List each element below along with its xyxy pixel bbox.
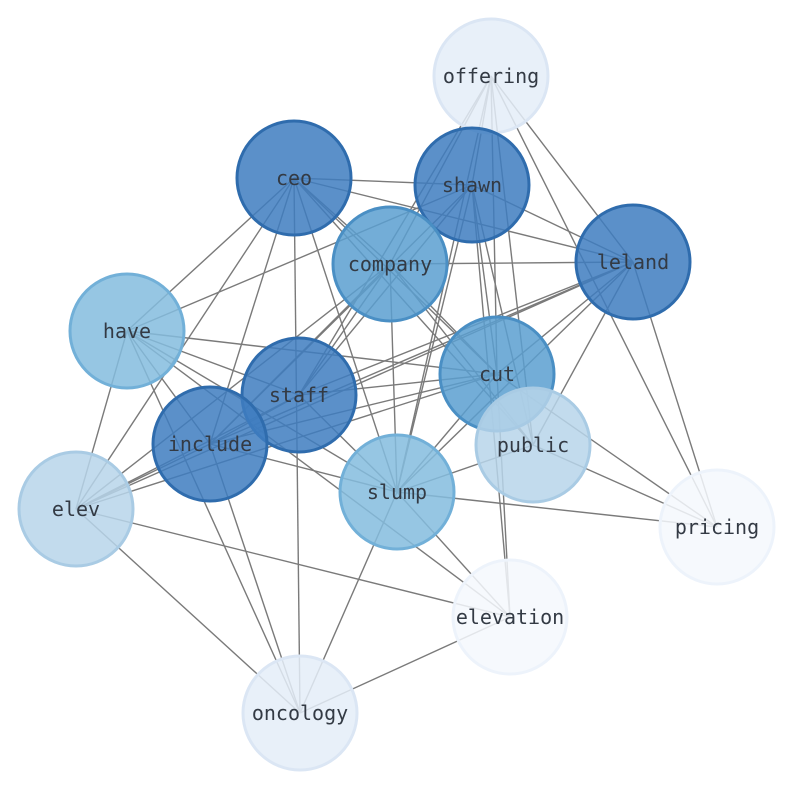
node-circle-company xyxy=(331,205,449,323)
node-circle-include xyxy=(151,385,269,503)
node-label-public: public xyxy=(497,433,569,457)
node-label-offering: offering xyxy=(443,64,539,88)
node-label-company: company xyxy=(348,252,432,276)
node-public[interactable]: public xyxy=(474,386,592,504)
node-include[interactable]: include xyxy=(151,385,269,503)
node-leland[interactable]: leland xyxy=(574,203,692,321)
node-slump[interactable]: slump xyxy=(338,433,456,551)
node-offering[interactable]: offering xyxy=(432,17,550,135)
node-elevation[interactable]: elevation xyxy=(451,558,569,676)
node-pricing[interactable]: pricing xyxy=(658,468,776,586)
node-label-elev: elev xyxy=(52,497,100,521)
node-circle-staff xyxy=(240,336,358,454)
node-oncology[interactable]: oncology xyxy=(241,654,359,772)
node-circle-slump xyxy=(338,433,456,551)
node-circle-shawn xyxy=(413,126,531,244)
node-ceo[interactable]: ceo xyxy=(235,119,353,237)
edge-elev-elevation xyxy=(75,508,511,618)
nodes-layer: offering ceo shawn company leland have staff cu… xyxy=(17,17,776,772)
edges-layer xyxy=(75,75,718,714)
node-label-elevation: elevation xyxy=(456,605,564,629)
edge-shawn-have xyxy=(126,184,473,332)
node-label-have: have xyxy=(103,319,151,343)
node-circle-leland xyxy=(574,203,692,321)
node-circle-ceo xyxy=(235,119,353,237)
node-label-slump: slump xyxy=(367,480,427,504)
node-staff[interactable]: staff xyxy=(240,336,358,454)
node-label-ceo: ceo xyxy=(276,166,312,190)
edge-ceo-elev xyxy=(75,177,295,510)
node-label-oncology: oncology xyxy=(252,701,348,725)
node-label-include: include xyxy=(168,432,252,456)
edge-company-elev xyxy=(75,263,391,510)
node-label-staff: staff xyxy=(269,383,329,407)
node-company[interactable]: company xyxy=(331,205,449,323)
node-circle-pricing xyxy=(658,468,776,586)
node-label-shawn: shawn xyxy=(442,173,502,197)
node-circle-oncology xyxy=(241,654,359,772)
node-circle-have xyxy=(68,272,186,390)
node-circle-elev xyxy=(17,450,135,568)
node-shawn[interactable]: shawn xyxy=(413,126,531,244)
edge-have-elevation xyxy=(126,330,511,618)
node-have[interactable]: have xyxy=(68,272,186,390)
node-elev[interactable]: elev xyxy=(17,450,135,568)
node-circle-elevation xyxy=(451,558,569,676)
node-circle-public xyxy=(474,386,592,504)
edge-have-oncology xyxy=(126,330,301,714)
node-label-leland: leland xyxy=(597,250,669,274)
node-label-pricing: pricing xyxy=(675,515,759,539)
node-label-cut: cut xyxy=(479,362,515,386)
